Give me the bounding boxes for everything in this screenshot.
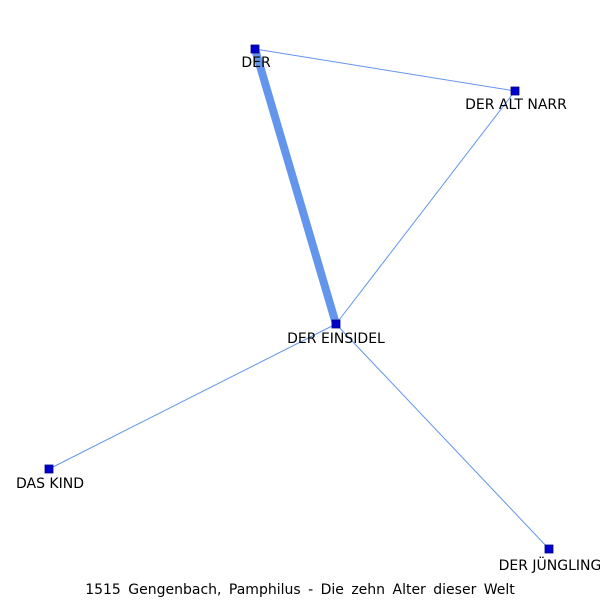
node-der bbox=[250, 44, 260, 54]
node-der-alt-narr bbox=[510, 86, 520, 96]
edges-layer bbox=[48, 47, 550, 550]
nodes-layer bbox=[44, 44, 554, 554]
node-der-einsidel bbox=[331, 319, 341, 329]
node-das-kind bbox=[44, 464, 54, 474]
edge-der-der-alt-narr bbox=[254, 48, 516, 92]
edge-der-einsidel-das-kind bbox=[48, 323, 337, 470]
node-der-juengling bbox=[544, 544, 554, 554]
node-label-der-einsidel: DER EINSIDEL bbox=[287, 331, 385, 347]
node-label-der-alt-narr: DER ALT NARR bbox=[465, 97, 567, 113]
edge-der-der-einsidel bbox=[251, 47, 340, 326]
edge-der-alt-narr-der-einsidel bbox=[335, 90, 516, 325]
node-label-der: DER bbox=[241, 55, 271, 71]
labels-layer: DER DER ALT NARR DER EINSIDEL DAS KIND DER J… bbox=[16, 55, 600, 574]
edge-der-einsidel-der-juengling bbox=[335, 323, 550, 550]
node-label-das-kind: DAS KIND bbox=[16, 476, 84, 492]
graph-caption: 1515 Gengenbach, Pamphilus - Die zehn Al… bbox=[85, 582, 515, 598]
node-label-der-juengling: DER JÜNGLING bbox=[499, 556, 600, 574]
